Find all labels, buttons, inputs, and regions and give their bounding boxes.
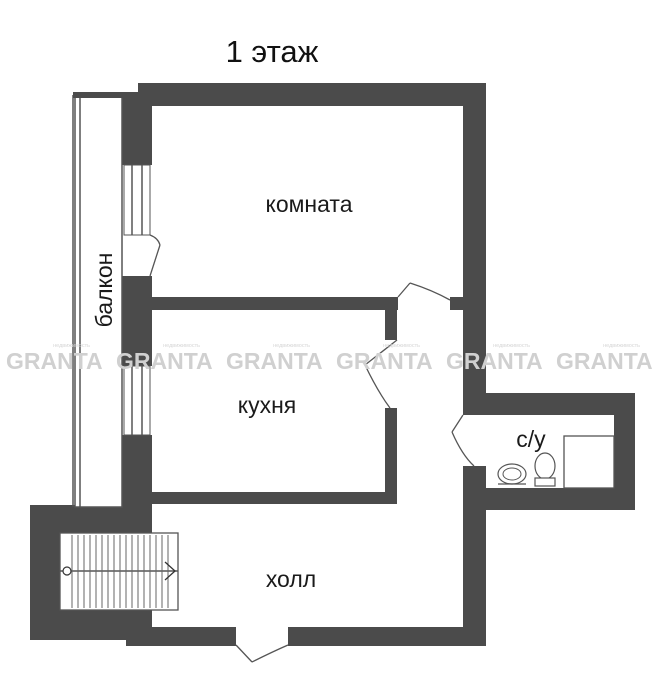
stair-start-icon [62, 566, 72, 576]
toilet-icon [534, 452, 556, 487]
balcony [72, 92, 138, 508]
watermark-tagline: недвижимость [383, 343, 420, 349]
watermark-brand: GRANTA [6, 348, 103, 374]
watermark-tagline: недвижимость [493, 343, 530, 349]
doors [149, 234, 475, 663]
watermark-tagline: недвижимость [53, 343, 90, 349]
watermark-brand: GRANTA [446, 348, 543, 374]
watermark-tagline: недвижимость [273, 343, 310, 349]
watermark-brand: GRANTA [556, 348, 653, 374]
walls [30, 83, 635, 646]
watermark-brand: GRANTA [226, 348, 323, 374]
watermark-brand: GRANTA [336, 348, 433, 374]
bathroom-fixtures [497, 435, 615, 489]
watermark-strip: GRANTAнедвижимостьGRANTAнедвижимостьGRAN… [6, 343, 653, 374]
watermark-tagline: недвижимость [163, 343, 200, 349]
stair-arrow-icon [164, 561, 176, 581]
windows [123, 164, 151, 436]
staircase [59, 532, 179, 611]
sink-icon [497, 463, 527, 485]
balcony-label: балкон [91, 253, 117, 328]
hall-label: холл [266, 566, 316, 592]
floor-title: 1 этаж [226, 34, 319, 69]
bathroom-label: с/у [516, 426, 546, 452]
kitchen-label: кухня [238, 392, 296, 418]
watermark-tagline: недвижимость [603, 343, 640, 349]
watermark-brand: GRANTA [116, 348, 213, 374]
room-label: комната [266, 191, 353, 217]
